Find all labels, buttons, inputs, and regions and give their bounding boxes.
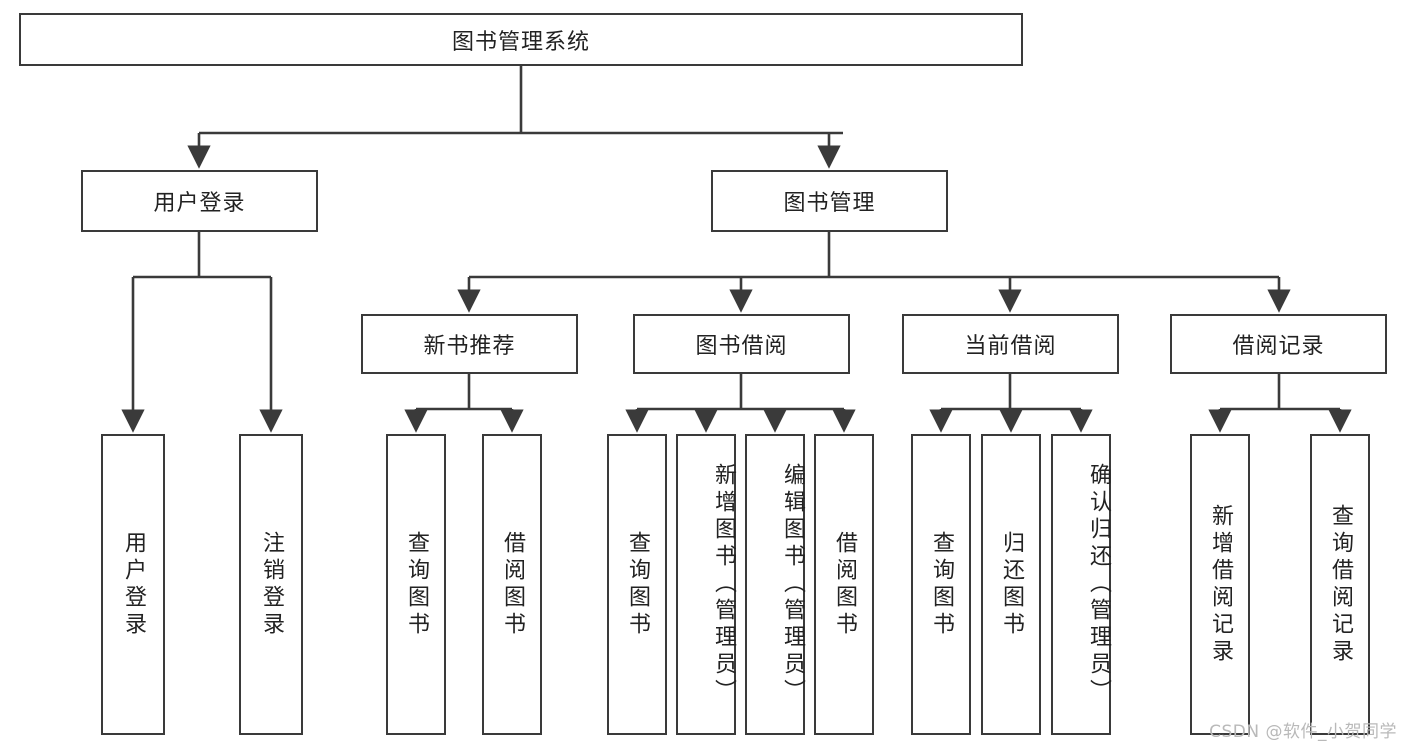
node-book-manage-label: 图书管理	[783, 191, 876, 216]
node-leaf-user-login-logout[interactable]: 注销登录	[239, 434, 303, 735]
node-book-manage[interactable]: 图书管理	[711, 170, 948, 232]
node-leaf-nbr-borrow-book-label: 借阅图书	[500, 530, 525, 639]
node-leaf-user-login-login-label: 用户登录	[121, 530, 146, 639]
node-leaf-cb-confirm-return[interactable]: 确认归还（管理员）	[1051, 434, 1111, 735]
node-borrow-record[interactable]: 借阅记录	[1170, 314, 1387, 374]
node-leaf-bb-query-book[interactable]: 查询图书	[607, 434, 667, 735]
node-leaf-user-login-login[interactable]: 用户登录	[101, 434, 165, 735]
node-leaf-bb-edit-book[interactable]: 编辑图书（管理员）	[745, 434, 805, 735]
node-current-borrow-label: 当前借阅	[964, 334, 1057, 359]
node-leaf-bb-add-book-label: 新增图书（管理员）	[711, 463, 736, 706]
node-leaf-bb-add-book[interactable]: 新增图书（管理员）	[676, 434, 736, 735]
node-borrow-record-label: 借阅记录	[1232, 334, 1325, 359]
node-leaf-br-add-record-label: 新增借阅记录	[1208, 503, 1233, 666]
node-leaf-cb-query-book[interactable]: 查询图书	[911, 434, 971, 735]
node-leaf-bb-query-book-label: 查询图书	[625, 530, 650, 639]
node-leaf-nbr-query-book-label: 查询图书	[404, 530, 429, 639]
node-leaf-cb-return-book[interactable]: 归还图书	[981, 434, 1041, 735]
node-leaf-br-query-record-label: 查询借阅记录	[1328, 503, 1353, 666]
node-leaf-user-login-logout-label: 注销登录	[259, 530, 284, 639]
node-root[interactable]: 图书管理系统	[19, 13, 1023, 66]
node-book-borrow-label: 图书借阅	[695, 334, 788, 359]
node-leaf-cb-query-book-label: 查询图书	[929, 530, 954, 639]
node-leaf-nbr-borrow-book[interactable]: 借阅图书	[482, 434, 542, 735]
node-current-borrow[interactable]: 当前借阅	[902, 314, 1119, 374]
node-leaf-bb-borrow-book-label: 借阅图书	[832, 530, 857, 639]
node-user-login[interactable]: 用户登录	[81, 170, 318, 232]
watermark-text: CSDN @软件_小贺同学	[1209, 722, 1397, 742]
node-leaf-br-query-record[interactable]: 查询借阅记录	[1310, 434, 1370, 735]
node-leaf-br-add-record[interactable]: 新增借阅记录	[1190, 434, 1250, 735]
node-leaf-nbr-query-book[interactable]: 查询图书	[386, 434, 446, 735]
node-book-borrow[interactable]: 图书借阅	[633, 314, 850, 374]
node-leaf-bb-edit-book-label: 编辑图书（管理员）	[780, 463, 805, 706]
node-root-label: 图书管理系统	[451, 29, 590, 55]
node-leaf-bb-borrow-book[interactable]: 借阅图书	[814, 434, 874, 735]
node-user-login-label: 用户登录	[153, 191, 246, 216]
node-new-book-recommend-label: 新书推荐	[423, 334, 516, 359]
node-leaf-cb-confirm-return-label: 确认归还（管理员）	[1086, 463, 1111, 706]
node-new-book-recommend[interactable]: 新书推荐	[361, 314, 578, 374]
node-leaf-cb-return-book-label: 归还图书	[999, 530, 1024, 639]
